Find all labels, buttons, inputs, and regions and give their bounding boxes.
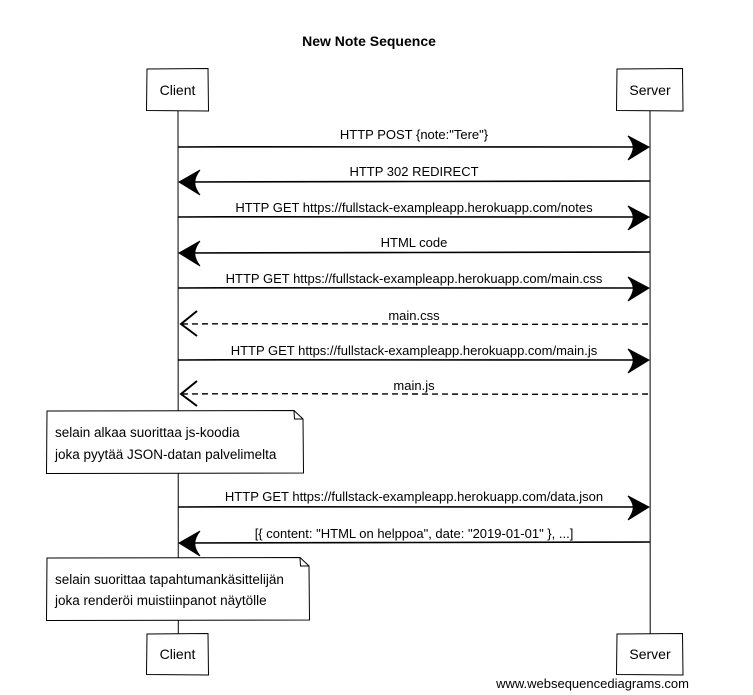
- arrowhead-left-icon: [178, 169, 201, 196]
- message-6-label: main.css: [388, 308, 440, 323]
- arrowhead-left-icon: [178, 240, 201, 267]
- note-1: selain alkaa suorittaa js-koodia joka py…: [45, 409, 305, 475]
- arrowhead-right-icon: [627, 276, 651, 302]
- message-6: main.css: [179, 308, 649, 337]
- participant-server-top: Server: [615, 67, 684, 112]
- message-3-label: HTTP GET https://fullstack-exampleapp.he…: [235, 200, 593, 215]
- message-9-label: HTTP GET https://fullstack-exampleapp.he…: [225, 489, 603, 504]
- message-7: HTTP GET https://fullstack-exampleapp.he…: [177, 343, 651, 374]
- message-10-label: [{ content: "HTML on helppoa", date: "20…: [255, 526, 574, 541]
- message-2: HTTP 302 REDIRECT: [178, 164, 651, 196]
- note-2: selain suorittaa tapahtumankäsittelijän …: [45, 556, 311, 622]
- message-5-label: HTTP GET https://fullstack-exampleapp.he…: [226, 271, 603, 286]
- note-1-line-1: selain alkaa suorittaa js-koodia: [55, 425, 240, 440]
- message-4-label: HTML code: [381, 235, 448, 250]
- arrowhead-right-icon: [627, 135, 651, 161]
- note-2-line-1: selain suorittaa tapahtumankäsittelijän: [55, 572, 284, 587]
- arrowhead-right-icon: [627, 205, 651, 231]
- message-3: HTTP GET https://fullstack-exampleapp.he…: [177, 200, 651, 231]
- note-2-line-2: joka renderöi muistiinpanot näytölle: [54, 593, 267, 608]
- message-1: HTTP POST {note:"Tere"}: [177, 127, 651, 161]
- arrowhead-open-left-icon: [179, 380, 198, 407]
- participant-client-label: Client: [160, 82, 196, 98]
- diagram-title: New Note Sequence: [302, 33, 436, 49]
- participant-client-label-bottom: Client: [160, 646, 196, 662]
- credit-link[interactable]: www.websequencediagrams.com: [495, 676, 689, 691]
- message-4: HTML code: [178, 235, 651, 267]
- arrowhead-left-icon: [178, 530, 201, 557]
- participant-server-label-bottom: Server: [629, 646, 671, 662]
- message-2-label: HTTP 302 REDIRECT: [349, 164, 478, 179]
- message-5: HTTP GET https://fullstack-exampleapp.he…: [177, 271, 651, 302]
- arrowhead-right-icon: [627, 348, 651, 374]
- participant-server-bottom: Server: [615, 632, 684, 676]
- message-8: main.js: [179, 378, 649, 407]
- message-8-label: main.js: [393, 378, 435, 393]
- participant-client-top: Client: [145, 67, 210, 112]
- message-7-label: HTTP GET https://fullstack-exampleapp.he…: [231, 343, 598, 358]
- arrowhead-open-left-icon: [179, 310, 198, 337]
- participant-client-bottom: Client: [145, 632, 210, 676]
- message-10: [{ content: "HTML on helppoa", date: "20…: [178, 526, 651, 557]
- message-9: HTTP GET https://fullstack-exampleapp.he…: [177, 489, 651, 521]
- arrowhead-right-icon: [627, 495, 651, 521]
- note-1-line-2: joka pyytää JSON-datan palvelimelta: [54, 447, 277, 462]
- participant-server-label: Server: [629, 82, 671, 98]
- message-1-label: HTTP POST {note:"Tere"}: [340, 127, 489, 142]
